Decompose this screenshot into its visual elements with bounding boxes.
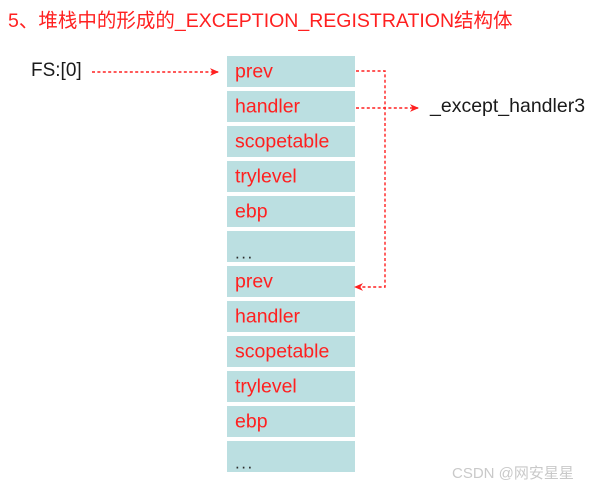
struct-row: scopetable (227, 336, 355, 367)
struct-field-label: ebp (235, 409, 268, 432)
except-handler3-label: _except_handler3 (430, 95, 586, 117)
struct-field-label: scopetable (235, 129, 330, 152)
csdn-watermark: CSDN @网安星星 (452, 465, 574, 482)
struct-field-label: prev (235, 59, 273, 82)
struct-field-label: scopetable (235, 339, 330, 362)
struct-row: prev (227, 56, 355, 87)
struct-field-label: ebp (235, 199, 268, 222)
struct-row: trylevel (227, 371, 355, 402)
struct-field-label: ... (235, 243, 254, 263)
struct-field-label: ... (235, 453, 254, 473)
struct-row: handler (227, 301, 355, 332)
struct-field-label: prev (235, 269, 273, 292)
page-title: 5、堆栈中的形成的_EXCEPTION_REGISTRATION结构体 (8, 10, 513, 32)
struct-field-label: trylevel (235, 164, 297, 187)
exception-registration-table: prev handler scopetable trylevel ebp... prev h… (227, 56, 355, 476)
struct-row: scopetable (227, 126, 355, 157)
struct-row: ... (227, 441, 355, 472)
fs-zero-label: FS:[0] (31, 60, 82, 81)
struct-field-label: trylevel (235, 374, 297, 397)
struct-field-label: handler (235, 94, 301, 117)
struct-row: ebp (227, 406, 355, 437)
struct-row: prev (227, 266, 355, 297)
struct-row: trylevel (227, 161, 355, 192)
struct-row: ebp (227, 196, 355, 227)
connector-prev-to-prev (354, 70, 386, 291)
struct-field-label: handler (235, 304, 301, 327)
struct-row: ... (227, 231, 355, 262)
struct-row: handler (227, 91, 355, 122)
